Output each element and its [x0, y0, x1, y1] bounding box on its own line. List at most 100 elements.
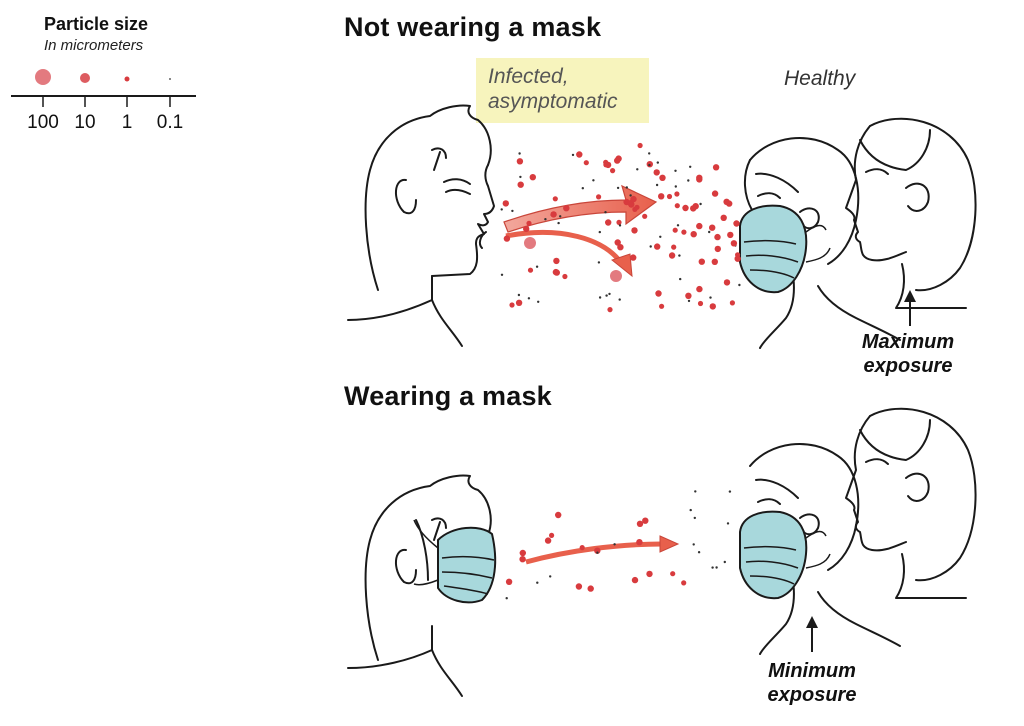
- particle: [711, 566, 713, 568]
- particle: [631, 227, 637, 233]
- particle: [613, 543, 615, 545]
- particle: [696, 223, 702, 229]
- particle: [526, 221, 531, 226]
- particle-large: [524, 237, 536, 249]
- particle: [689, 166, 691, 168]
- particle: [563, 205, 569, 211]
- particle: [675, 203, 680, 208]
- particle: [638, 143, 643, 148]
- particle: [650, 245, 652, 247]
- particle: [694, 517, 696, 519]
- particle-large: [610, 270, 622, 282]
- particle: [675, 185, 677, 187]
- particle: [671, 245, 676, 250]
- legend-dot-0-1: [169, 78, 171, 80]
- particle: [714, 234, 720, 240]
- particle: [559, 215, 561, 217]
- particle: [626, 186, 628, 188]
- particle: [632, 577, 638, 583]
- particle: [691, 231, 697, 237]
- particle: [723, 199, 729, 205]
- particle: [709, 225, 715, 231]
- particle: [506, 597, 508, 599]
- legend-axis: [11, 69, 196, 107]
- particle: [557, 222, 559, 224]
- particle: [712, 190, 718, 196]
- exposure-arrow-bottom: [806, 616, 818, 652]
- healthy-woman-back-top: [846, 119, 976, 308]
- particle: [596, 552, 598, 554]
- particle: [708, 231, 710, 233]
- infected-person-top: [348, 105, 494, 346]
- particle: [636, 539, 642, 545]
- particle: [598, 261, 600, 263]
- particle: [669, 252, 675, 258]
- particle: [617, 244, 623, 250]
- particle: [562, 274, 567, 279]
- particle: [608, 293, 610, 295]
- particle: [509, 302, 514, 307]
- particle: [536, 266, 538, 268]
- particle: [659, 236, 661, 238]
- particle: [549, 533, 554, 538]
- particle: [654, 243, 660, 249]
- particle: [550, 211, 556, 217]
- particle: [673, 228, 678, 233]
- particle: [681, 580, 686, 585]
- particle: [599, 296, 601, 298]
- particle: [654, 169, 660, 175]
- particle: [727, 522, 729, 524]
- particle: [693, 203, 699, 209]
- particle: [715, 246, 721, 252]
- particle: [516, 300, 522, 306]
- particle: [658, 193, 664, 199]
- particle: [698, 551, 700, 553]
- particle: [504, 235, 510, 241]
- particle: [520, 550, 526, 556]
- particle: [677, 224, 679, 226]
- particle: [659, 175, 665, 181]
- particle: [712, 259, 718, 265]
- particle: [553, 269, 559, 275]
- particle: [517, 158, 523, 164]
- particle: [730, 300, 735, 305]
- particle: [715, 566, 717, 568]
- particle: [537, 301, 539, 303]
- particle: [603, 160, 608, 165]
- particle: [696, 286, 702, 292]
- particle: [674, 191, 679, 196]
- particle: [511, 210, 513, 212]
- particle: [699, 259, 705, 265]
- particle: [642, 518, 648, 524]
- particle: [678, 254, 680, 256]
- particle: [610, 168, 615, 173]
- legend-dot-10: [80, 73, 90, 83]
- particle: [646, 571, 652, 577]
- particle: [530, 174, 536, 180]
- particle: [679, 278, 681, 280]
- particle: [572, 154, 574, 156]
- particle: [713, 164, 719, 170]
- particle: [599, 231, 601, 233]
- particle: [724, 279, 730, 285]
- particle: [648, 152, 650, 154]
- particle: [519, 556, 525, 562]
- particle: [698, 301, 703, 306]
- particle: [630, 254, 636, 260]
- particle: [619, 224, 621, 226]
- particle: [553, 258, 559, 264]
- particle: [607, 307, 612, 312]
- particles-top: [501, 143, 741, 312]
- particle: [727, 232, 733, 238]
- particle: [694, 490, 696, 492]
- healthy-woman-back-bottom: [846, 409, 976, 598]
- particle: [614, 157, 620, 163]
- particle: [503, 200, 509, 206]
- particle: [523, 226, 529, 232]
- particle: [724, 561, 726, 563]
- particle: [604, 211, 606, 213]
- particle: [682, 205, 688, 211]
- particle: [685, 293, 691, 299]
- particle: [642, 214, 647, 219]
